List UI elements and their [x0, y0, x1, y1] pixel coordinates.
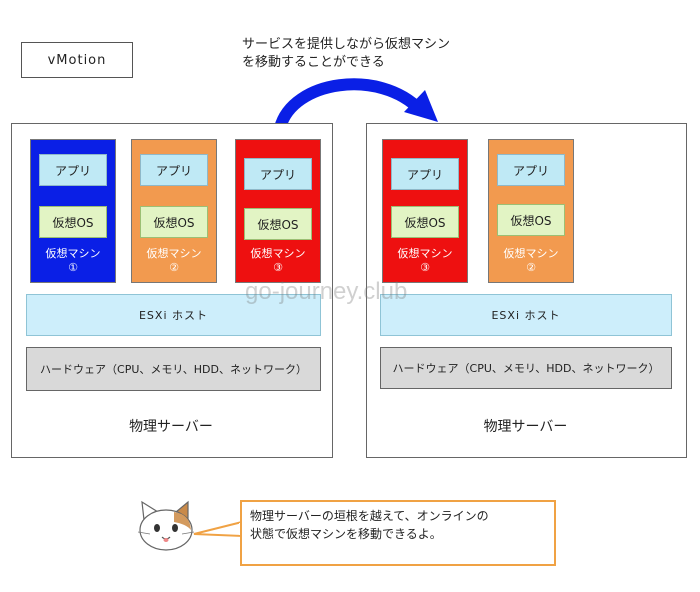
left-hardware: ハードウェア（CPU、メモリ、HDD、ネットワーク） [26, 347, 321, 391]
os-box: 仮想OS [39, 206, 107, 238]
vm-label: 仮想マシン [503, 247, 559, 260]
app-box: アプリ [244, 158, 312, 190]
migration-arrow-icon [274, 78, 438, 130]
left-vm-3: アプリ 仮想OS 仮想マシン ③ [235, 139, 321, 283]
app-box: アプリ [391, 158, 459, 190]
left-esxi-host: ESXi ホスト [26, 294, 321, 336]
right-esxi-host: ESXi ホスト [380, 294, 672, 336]
bubble-pointer-icon [193, 520, 244, 538]
vm-number: ③ [420, 261, 430, 274]
vm-number: ② [526, 261, 536, 274]
app-box: アプリ [497, 154, 565, 186]
vm-label: 仮想マシン [146, 247, 202, 260]
diagram-title: vMotion [21, 42, 133, 78]
right-vm-3: アプリ 仮想OS 仮想マシン ③ [382, 139, 468, 283]
app-box: アプリ [140, 154, 208, 186]
vm-label: 仮想マシン [397, 247, 453, 260]
migration-caption: サービスを提供しながら仮想マシン を移動することができる [242, 37, 451, 70]
os-box: 仮想OS [391, 206, 459, 238]
os-box: 仮想OS [244, 208, 312, 240]
left-server-label: 物理サーバー [129, 419, 213, 435]
watermark: go-journey.club [245, 278, 408, 305]
cat-face-icon [137, 500, 195, 551]
speech-bubble: 物理サーバーの垣根を越えて、オンラインの 状態で仮想マシンを移動できるよ。 [240, 500, 556, 566]
os-box: 仮想OS [497, 204, 565, 236]
right-vm-2: アプリ 仮想OS 仮想マシン ② [488, 139, 574, 283]
vm-number: ③ [273, 261, 283, 274]
left-vm-1: アプリ 仮想OS 仮想マシン ① [30, 139, 116, 283]
app-box: アプリ [39, 154, 107, 186]
os-box: 仮想OS [140, 206, 208, 238]
left-vm-2: アプリ 仮想OS 仮想マシン ② [131, 139, 217, 283]
right-hardware: ハードウェア（CPU、メモリ、HDD、ネットワーク） [380, 347, 672, 389]
vm-number: ② [169, 261, 179, 274]
vm-label: 仮想マシン [250, 247, 306, 260]
vm-label: 仮想マシン [45, 247, 101, 260]
right-server-label: 物理サーバー [483, 419, 568, 435]
vm-number: ① [68, 261, 78, 274]
